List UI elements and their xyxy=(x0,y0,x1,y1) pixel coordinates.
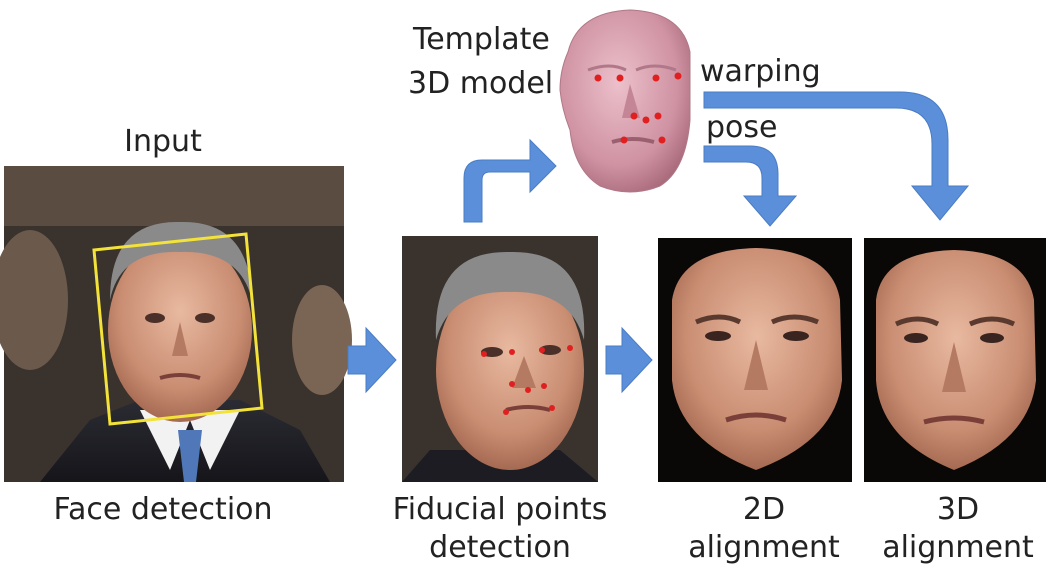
template-3d-model xyxy=(559,9,691,193)
template-head xyxy=(559,9,691,193)
alignment-3d-nose xyxy=(942,342,966,392)
arrow-to-template xyxy=(463,138,557,223)
input-eye-left xyxy=(145,313,165,323)
template-brow xyxy=(587,64,677,72)
fiducial-hair xyxy=(435,251,585,340)
fiducial-face xyxy=(436,270,584,470)
alignment-3d-image xyxy=(864,238,1046,482)
warping-label: warping xyxy=(700,54,821,89)
input-label: Input xyxy=(124,124,202,159)
fiducial-point xyxy=(509,381,515,387)
template-point xyxy=(630,112,638,120)
fiducial-point xyxy=(503,409,509,415)
alignment-2d-image xyxy=(658,238,852,482)
input-photo xyxy=(0,166,352,482)
fiducial-point xyxy=(567,345,573,351)
alignment-2d-brows xyxy=(695,314,819,325)
input-photo-background-top xyxy=(4,166,344,226)
tie xyxy=(178,430,202,482)
template-point xyxy=(674,72,682,80)
input-eye-right xyxy=(195,313,215,323)
fiducial-point xyxy=(539,347,545,353)
arrow-to-2d xyxy=(605,326,653,394)
template-label-line1: Template xyxy=(413,22,550,57)
fiducial-label-line2: detection xyxy=(429,530,571,565)
fiducial-photo xyxy=(402,236,598,482)
fiducial-point xyxy=(509,349,515,355)
arrow-warping xyxy=(703,91,970,221)
template-label-line2: 3D model xyxy=(408,66,554,101)
fiducial-point xyxy=(525,387,531,393)
template-mouth xyxy=(611,137,655,144)
alignment-2d-eye-left xyxy=(705,331,731,341)
alignment-3d-brows xyxy=(894,316,1016,327)
input-nose xyxy=(172,322,188,356)
template-point xyxy=(594,74,602,82)
template-nose xyxy=(622,84,640,118)
template-point xyxy=(652,74,660,82)
template-point xyxy=(616,74,624,82)
alignment-3d-mouth xyxy=(923,415,985,425)
pose-label: pose xyxy=(706,110,778,145)
alignment2d-label-line1: 2D xyxy=(742,492,786,527)
alignment-2d-nose xyxy=(744,340,768,390)
alignment-3d-eye-left xyxy=(904,333,928,343)
arrow-to-fiducial xyxy=(347,326,397,394)
background-person-left xyxy=(0,230,68,370)
fiducial-label-line1: Fiducial points xyxy=(392,492,608,527)
fiducial-point xyxy=(541,383,547,389)
alignment-2d-eye-right xyxy=(783,331,809,341)
arrow-pose xyxy=(703,145,798,227)
input-mouth xyxy=(159,373,201,380)
fiducial-eye-right xyxy=(539,345,561,355)
face-detection-label: Face detection xyxy=(53,492,273,527)
template-point xyxy=(658,136,666,144)
alignment3d-label-line2: alignment xyxy=(882,530,1034,565)
background-person-right xyxy=(292,285,352,395)
input-hair xyxy=(110,221,252,300)
template-point xyxy=(620,136,628,144)
face-bounding-box xyxy=(92,232,264,426)
fiducial-mouth xyxy=(505,405,551,412)
alignment-3d-eye-right xyxy=(980,333,1004,343)
alignment2d-label-line2: alignment xyxy=(688,530,840,565)
template-point xyxy=(654,112,662,120)
fiducial-point xyxy=(481,351,487,357)
alignment3d-label-line1: 3D xyxy=(936,492,980,527)
fiducial-point xyxy=(549,405,555,411)
alignment-2d-mouth xyxy=(725,412,787,423)
fiducial-nose xyxy=(512,356,536,388)
shirt-collar xyxy=(140,410,240,470)
template-point xyxy=(642,116,650,124)
